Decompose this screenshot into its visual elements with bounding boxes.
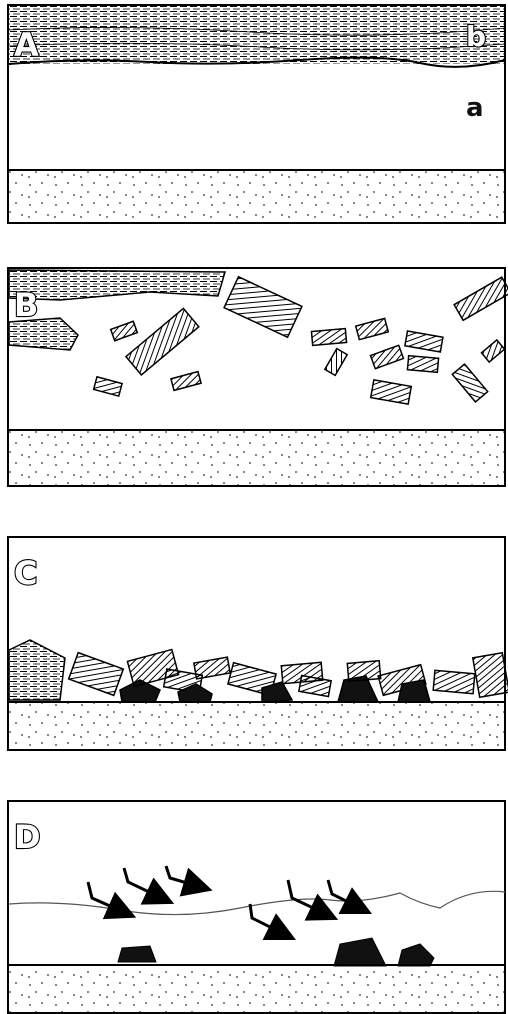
panel-letter: B [14, 286, 38, 324]
layer-label-b: b [466, 20, 486, 53]
layer-b-crust [9, 6, 504, 64]
panel-letter: A [14, 26, 39, 64]
panel-letter: C [14, 554, 37, 592]
layer-label-a: a [466, 93, 484, 123]
panel-c: C [8, 537, 508, 750]
panel-a: A b a [8, 5, 505, 223]
panel-b: B [8, 268, 508, 486]
panel-letter: D [14, 818, 41, 856]
panel-d: D [8, 801, 505, 1013]
sand-layer [9, 966, 504, 1012]
sand-layer [9, 171, 504, 222]
sand-layer [9, 703, 504, 749]
sand-layer [9, 431, 504, 485]
